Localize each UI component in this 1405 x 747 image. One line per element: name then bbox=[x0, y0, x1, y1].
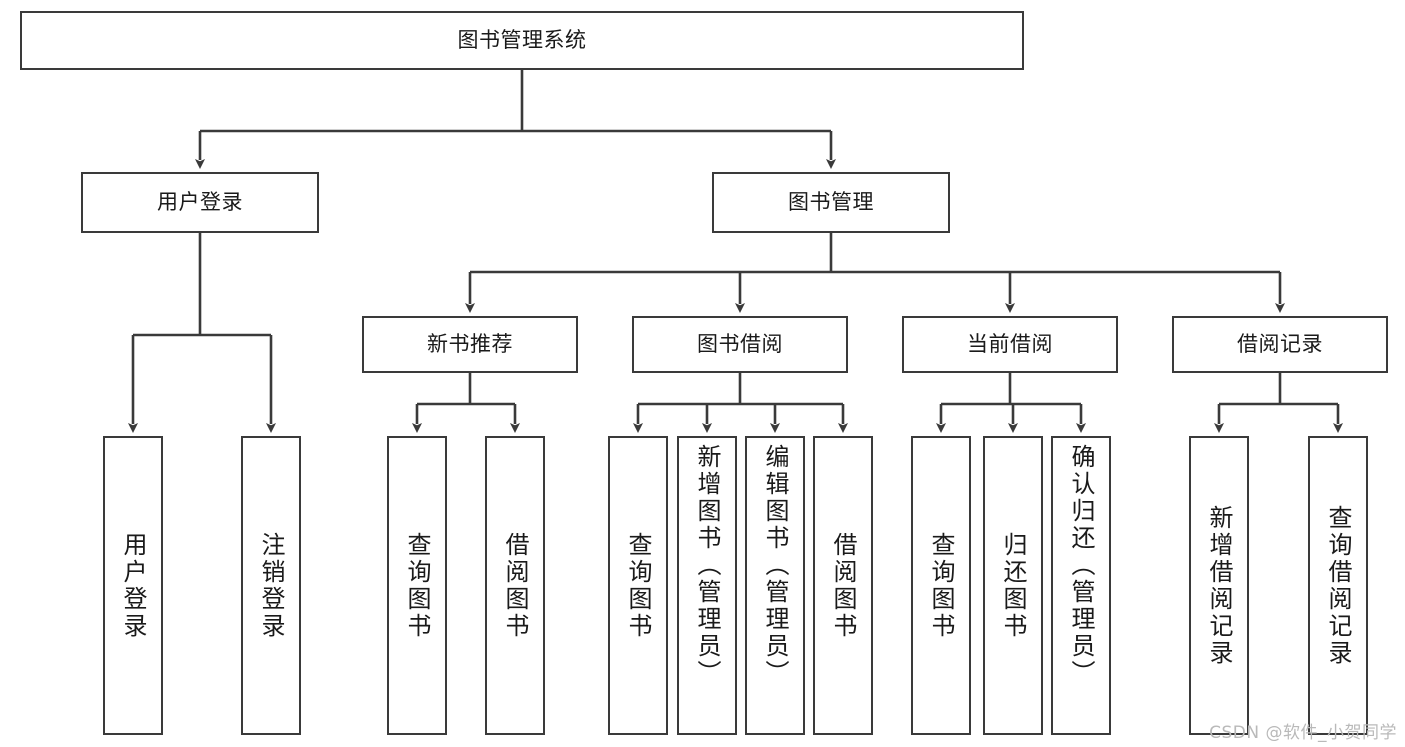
node-leaf-query-book-borrow-label: 查询图书 bbox=[624, 531, 652, 640]
node-leaf-borrow-book-new[interactable]: 借阅图书 bbox=[485, 436, 545, 735]
node-root[interactable]: 图书管理系统 bbox=[20, 11, 1024, 70]
node-book-manage-label: 图书管理 bbox=[788, 190, 874, 215]
node-leaf-query-book-new[interactable]: 查询图书 bbox=[387, 436, 447, 735]
node-leaf-user-login-label: 用户登录 bbox=[119, 531, 147, 640]
node-borrow-record-label: 借阅记录 bbox=[1237, 332, 1323, 357]
node-leaf-add-record[interactable]: 新增借阅记录 bbox=[1189, 436, 1249, 735]
node-user-login-label: 用户登录 bbox=[157, 190, 243, 215]
node-leaf-edit-book[interactable]: 编辑图书（管理员） bbox=[745, 436, 805, 735]
node-current-borrow-label: 当前借阅 bbox=[967, 332, 1053, 357]
node-leaf-add-book[interactable]: 新增图书（管理员） bbox=[677, 436, 737, 735]
node-leaf-add-record-label: 新增借阅记录 bbox=[1205, 504, 1233, 667]
node-leaf-query-record-label: 查询借阅记录 bbox=[1324, 504, 1352, 667]
node-leaf-confirm-return-label: 确认归还（管理员） bbox=[1067, 444, 1095, 687]
node-leaf-confirm-return[interactable]: 确认归还（管理员） bbox=[1051, 436, 1111, 735]
node-leaf-query-book-new-label: 查询图书 bbox=[403, 531, 431, 640]
node-leaf-borrow-book-new-label: 借阅图书 bbox=[501, 531, 529, 640]
node-leaf-user-login[interactable]: 用户登录 bbox=[103, 436, 163, 735]
node-leaf-borrow-book[interactable]: 借阅图书 bbox=[813, 436, 873, 735]
node-book-borrow-label: 图书借阅 bbox=[697, 332, 783, 357]
node-current-borrow[interactable]: 当前借阅 bbox=[902, 316, 1118, 373]
node-borrow-record[interactable]: 借阅记录 bbox=[1172, 316, 1388, 373]
node-user-login[interactable]: 用户登录 bbox=[81, 172, 319, 233]
node-leaf-return-book-label: 归还图书 bbox=[999, 531, 1027, 640]
node-leaf-query-book-current-label: 查询图书 bbox=[927, 531, 955, 640]
node-root-label: 图书管理系统 bbox=[457, 28, 587, 53]
node-leaf-query-record[interactable]: 查询借阅记录 bbox=[1308, 436, 1368, 735]
node-leaf-query-book-current[interactable]: 查询图书 bbox=[911, 436, 971, 735]
node-new-book-recommend[interactable]: 新书推荐 bbox=[362, 316, 578, 373]
node-book-borrow[interactable]: 图书借阅 bbox=[632, 316, 848, 373]
node-book-manage[interactable]: 图书管理 bbox=[712, 172, 950, 233]
node-leaf-edit-book-label: 编辑图书（管理员） bbox=[761, 444, 789, 687]
node-new-book-recommend-label: 新书推荐 bbox=[427, 332, 513, 357]
node-leaf-add-book-label: 新增图书（管理员） bbox=[693, 444, 721, 687]
node-leaf-return-book[interactable]: 归还图书 bbox=[983, 436, 1043, 735]
node-leaf-borrow-book-label: 借阅图书 bbox=[829, 531, 857, 640]
node-leaf-logout-label: 注销登录 bbox=[257, 531, 285, 640]
node-leaf-query-book-borrow[interactable]: 查询图书 bbox=[608, 436, 668, 735]
node-leaf-logout[interactable]: 注销登录 bbox=[241, 436, 301, 735]
